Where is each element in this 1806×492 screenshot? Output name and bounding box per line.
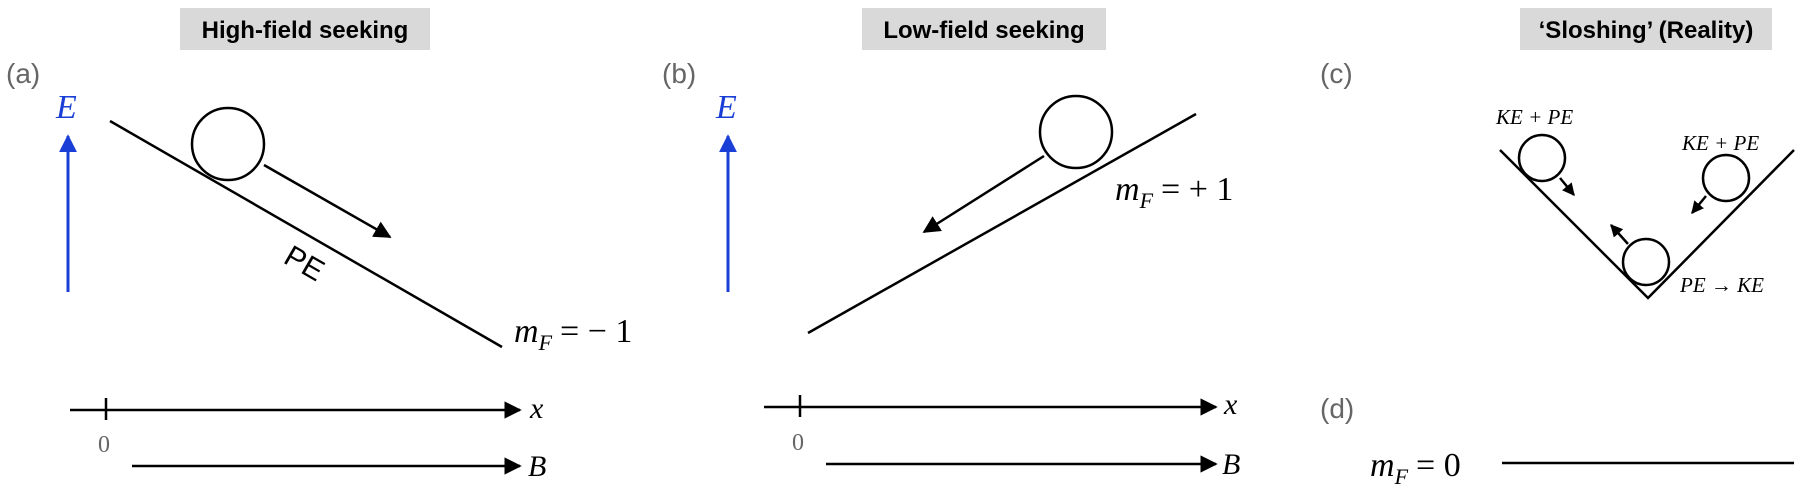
ball-c-left [1517,133,1567,183]
ball-c-right [1701,153,1751,203]
title-c: ‘Sloshing’ (Reality) [1539,17,1754,44]
mf-a-m: m [514,313,539,350]
b-axis-label-a: B [528,450,546,483]
b-axis-label-b: B [1222,448,1240,481]
panel-label-d: (d) [1320,393,1354,424]
panel-b: Low-field seeking (b) E mF = + 1 0 x B [662,8,1240,481]
energy-label-b: E [715,89,737,126]
title-a-background [180,8,430,50]
mf-a-sub: F [538,330,553,355]
potential-line-b [807,112,1197,335]
energy-label-a: E [55,89,77,126]
mf-b-sub: F [1139,188,1154,213]
pe-to-ke-label: PE → KE [1679,273,1764,297]
x-axis-label-b: x [1223,388,1238,421]
ke-pe-label-right: KE + PE [1681,131,1759,155]
panel-label-a: (a) [6,58,40,89]
ball-a [190,106,266,182]
pe-label-a: PE [279,239,330,288]
panel-c: ‘Sloshing’ (Reality) (c) KE + PE KE + PE… [1320,8,1795,300]
motion-arrow-c-right [1691,195,1707,214]
mf-d-m: m [1370,447,1395,484]
panel-label-c: (c) [1320,58,1353,89]
motion-arrow-c-left [1559,177,1575,196]
ball-c-bottom [1621,237,1671,287]
motion-arrow-a [263,163,392,239]
ke-pe-label-left: KE + PE [1495,105,1573,129]
mf-label-b: mF = + 1 [1115,171,1233,213]
mf-label-d: mF = 0 [1370,447,1461,489]
potential-line-a [109,119,503,349]
title-c-background [1520,8,1772,50]
ball-b [1038,94,1114,170]
panel-label-b: (b) [662,58,696,89]
panel-a: High-field seeking (a) E PE mF= − 1 0 x … [6,8,632,483]
mf-d-sub: F [1394,464,1409,489]
mf-b-m: m [1115,171,1140,208]
mf-b-value: = + 1 [1161,171,1233,208]
title-b-background [862,8,1106,50]
mf-label-a: mF = − 1 [514,313,632,355]
motion-arrow-c-bottom [1610,224,1629,245]
panel-d: (d) mF = 0 [1320,393,1794,489]
motion-arrow-b [922,154,1045,234]
mf-d-value: = 0 [1416,447,1461,484]
x-axis-label-a: x [529,392,544,425]
zero-label-a: 0 [98,432,110,458]
zero-label-b: 0 [792,430,804,456]
mf-a-value: = − 1 [560,313,632,350]
v-potential-c [1499,149,1795,300]
title-b: Low-field seeking [883,17,1084,44]
title-a: High-field seeking [202,17,409,44]
